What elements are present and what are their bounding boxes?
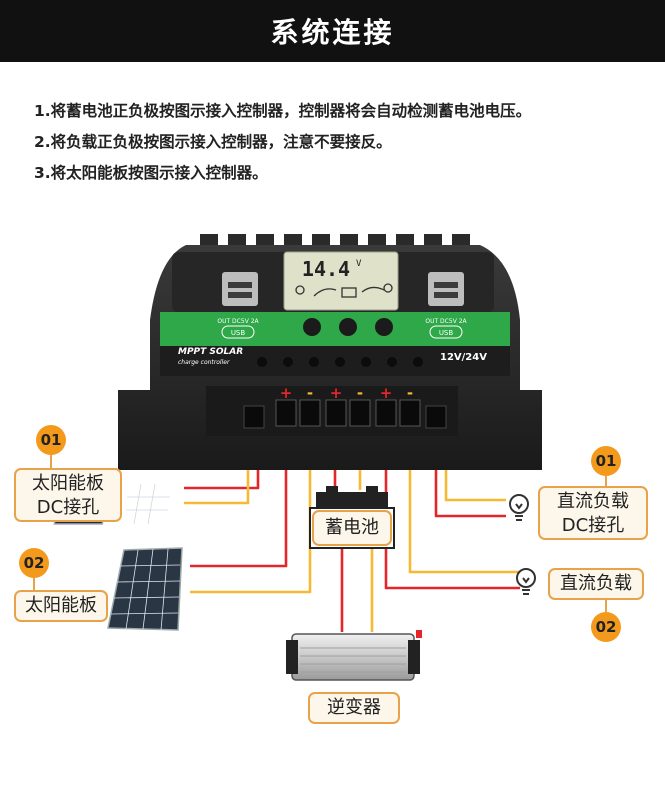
usb-port-right (428, 272, 464, 306)
usb-badge-right: USB (439, 329, 454, 337)
brand-name: MPPT SOLAR (178, 347, 243, 357)
terminal-polarity-1: + (280, 384, 293, 402)
lcd-unit: V (356, 259, 362, 269)
label-solar-dc-line1: 太阳能板 (32, 473, 104, 494)
flow-arrow-icon (313, 288, 337, 297)
label-solar-dc-line2: DC接孔 (36, 497, 100, 518)
label-load-dc-line2: DC接孔 (561, 515, 625, 536)
badge-right-02: 02 (591, 612, 621, 642)
title-bar: 系统连接 (0, 0, 665, 62)
usb-port-left (222, 272, 258, 306)
up-button[interactable] (339, 318, 357, 336)
inverter (286, 630, 422, 681)
solar-controller: + - + - + - 14.4 V OUT DC5V 2A USB OUT D… (118, 234, 542, 470)
instruction-step-2: 2.将负载正负极按图示接入控制器，注意不要接反。 (34, 133, 392, 151)
label-inverter: 逆变器 (308, 692, 400, 724)
voltage-label: 12V/24V (440, 352, 487, 363)
label-solar-dc: 太阳能板 DC接孔 (14, 468, 122, 522)
wire-solar-yellow (190, 412, 312, 594)
flow-arrow-icon (361, 286, 385, 293)
badge-left-01: 01 (36, 425, 66, 455)
battery-icon (341, 287, 357, 298)
instruction-list: 1.将蓄电池正负极按图示接入控制器，控制器将会自动检测蓄电池电压。 2.将负载正… (34, 96, 644, 189)
bulb-icon (383, 283, 393, 293)
terminal-block (243, 399, 447, 429)
badge-left-02: 02 (19, 548, 49, 578)
terminal-polarity-2: - (307, 384, 313, 402)
terminal-polarity-3: + (330, 384, 343, 402)
instruction-step-1: 1.将蓄电池正负极按图示接入控制器，控制器将会自动检测蓄电池电压。 (34, 102, 532, 120)
lcd-value: 14.4 (302, 257, 350, 281)
label-dc-load: 直流负载 (548, 568, 644, 600)
menu-button[interactable] (303, 318, 321, 336)
lcd-icons (295, 283, 393, 298)
label-load-dc-line1: 直流负载 (557, 491, 629, 512)
badge-right-01: 01 (591, 446, 621, 476)
label-solar-panel: 太阳能板 (14, 590, 108, 622)
lcd-screen (283, 251, 399, 311)
down-button[interactable] (375, 318, 393, 336)
sun-icon (295, 285, 305, 295)
usb-label-right: OUT DC5V 2A (425, 318, 467, 325)
vent-holes (257, 357, 423, 367)
brand-subtitle: charge controller (178, 359, 230, 366)
terminal-polarity-4: - (357, 384, 363, 402)
usb-label-left: OUT DC5V 2A (217, 318, 259, 325)
label-load-dc: 直流负载 DC接孔 (538, 486, 648, 540)
page-title: 系统连接 (270, 16, 395, 49)
usb-badge-left: USB (231, 329, 246, 337)
wire-load-red (384, 412, 520, 590)
instruction-step-3: 3.将太阳能板按图示接入控制器。 (34, 164, 268, 182)
bulb-icon (509, 494, 529, 521)
terminal-polarity-5: + (380, 384, 393, 402)
label-battery: 蓄电池 (312, 510, 392, 546)
terminal-polarity-6: - (407, 384, 413, 402)
large-solar-panel (107, 547, 183, 631)
bulb-icon (516, 568, 536, 595)
